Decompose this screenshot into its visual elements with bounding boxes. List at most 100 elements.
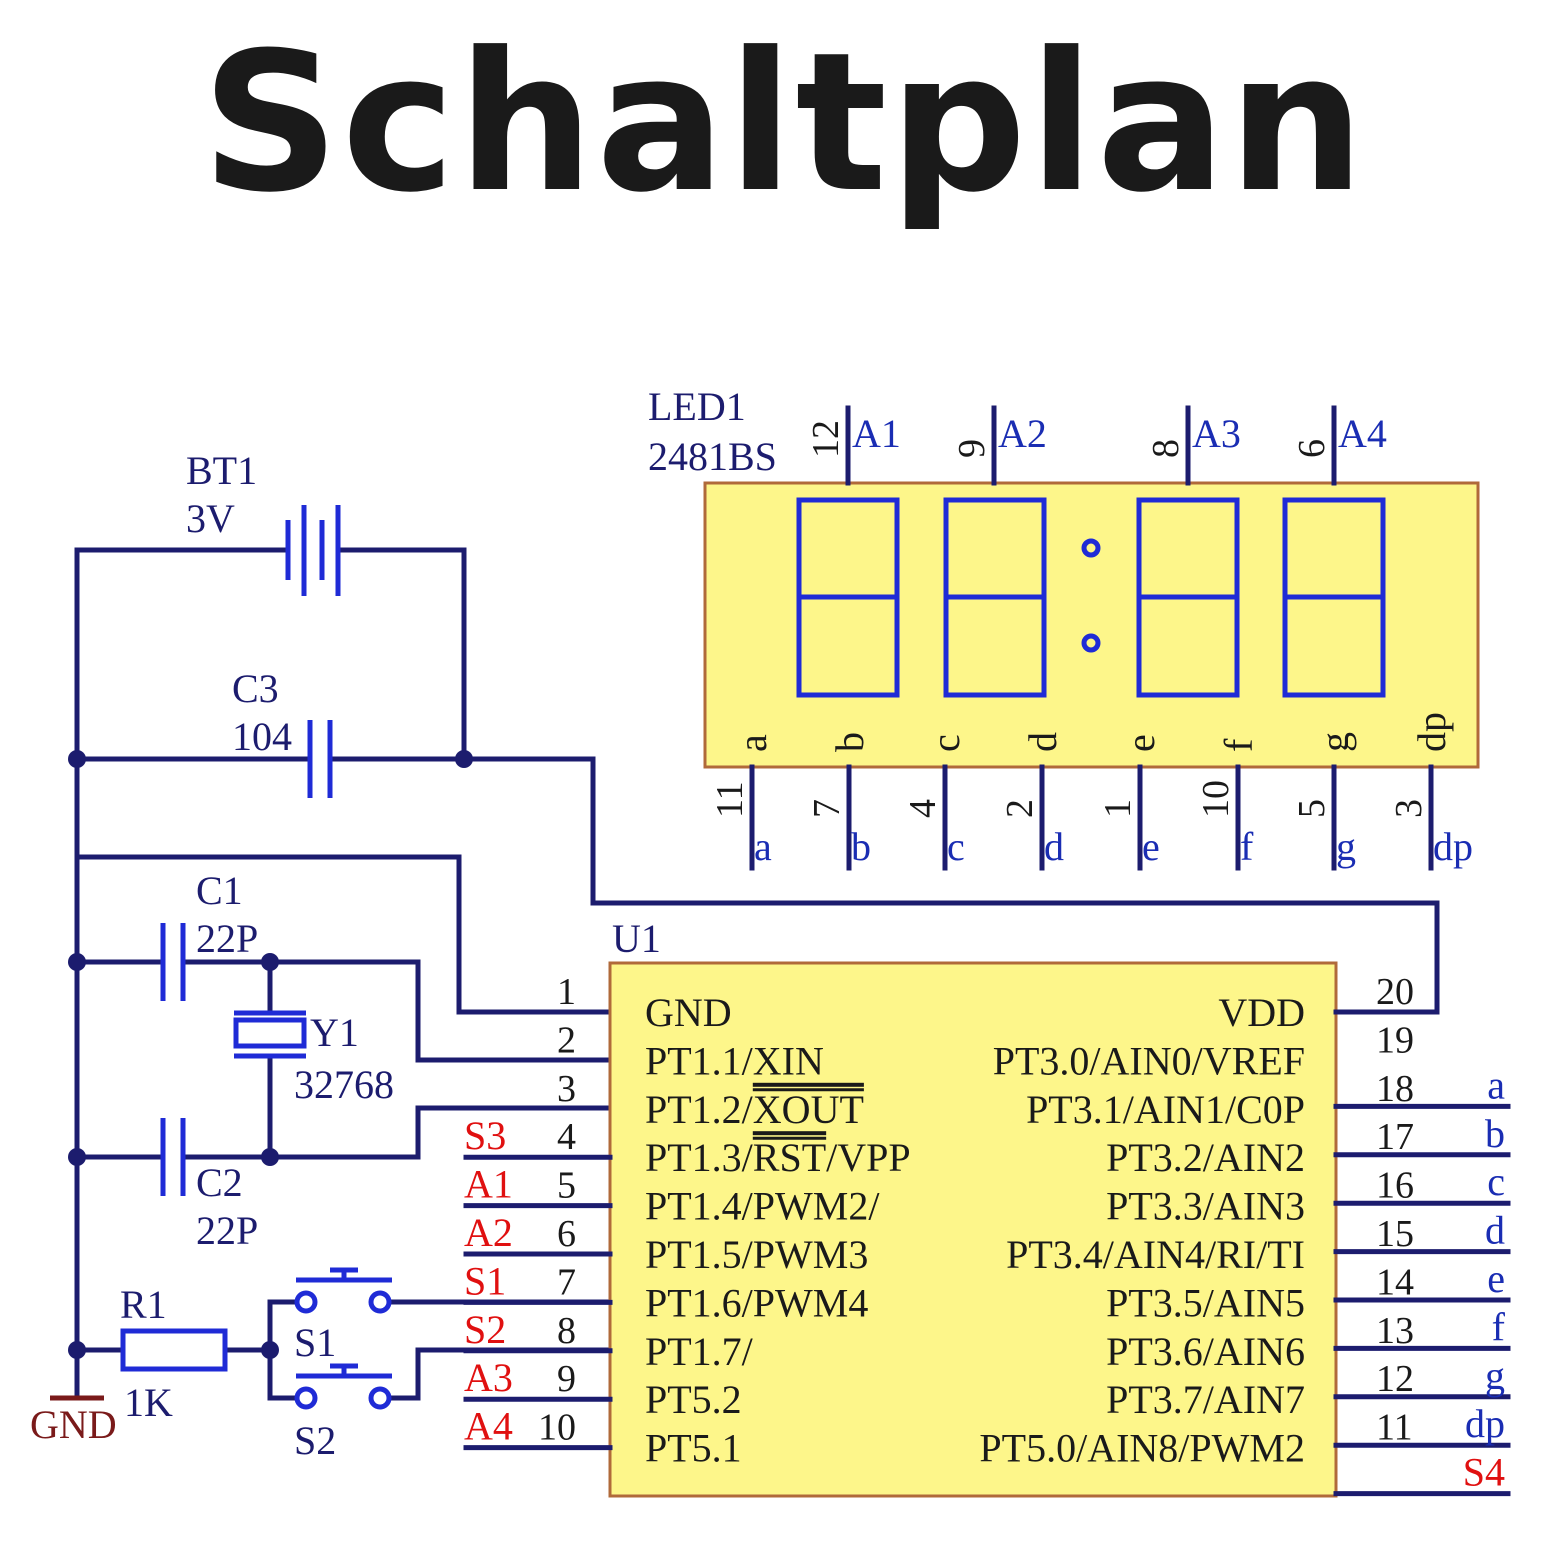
led-segment-pin: g5g: [1291, 732, 1357, 871]
led-digit-pin-number: 8: [1145, 439, 1187, 458]
led-segment-net: a: [754, 824, 772, 869]
led-ref: LED1: [648, 384, 746, 429]
ic-pin-name: PT1.1/XIN: [645, 1038, 824, 1083]
ic-pin-net: a: [1487, 1062, 1505, 1107]
ic-pin-number: 6: [557, 1213, 576, 1255]
c3-ref: C3: [232, 666, 279, 711]
ic-pin-number: 1: [557, 971, 576, 1013]
battery-ref: BT1: [186, 448, 257, 493]
ic-pin-number: 12: [1376, 1358, 1414, 1400]
led-segment-label: b: [827, 732, 872, 752]
led-segment-net: e: [1142, 824, 1160, 869]
ic-pin-number: 13: [1376, 1310, 1414, 1352]
ic-pin-number: 11: [1376, 1407, 1413, 1449]
ic-pin-net: e: [1487, 1256, 1505, 1301]
switch-s2: S2: [294, 1363, 392, 1463]
ic-right-pins: 20VDD19PT3.0/AIN0/VREFa18PT3.1/AIN1/C0Pb…: [979, 971, 1511, 1497]
ic-pin-name-suffix: /VPP: [826, 1135, 911, 1180]
resistor-r1: R1 1K: [120, 1282, 228, 1425]
led-segment-pin: c4c: [902, 734, 968, 871]
s1-ref: S1: [294, 1320, 336, 1365]
gnd-label: GND: [30, 1402, 117, 1447]
led-segment-label: e: [1118, 734, 1163, 752]
r1-value: 1K: [124, 1380, 173, 1425]
ic-pin-number: 10: [538, 1407, 576, 1449]
crystal-y1: Y1 32768: [233, 1010, 394, 1107]
ic-pin-number: 16: [1376, 1165, 1414, 1207]
ic-pin-net: d: [1485, 1208, 1505, 1253]
ic-pin-name-overline: XOUT: [753, 1087, 864, 1132]
led-segment-pin: e1e: [1097, 734, 1163, 871]
ic-pin-name: PT5.1: [645, 1426, 742, 1471]
led-digit-1: [796, 497, 900, 698]
led-segment-label: dp: [1409, 712, 1454, 752]
led-segment-label: d: [1020, 732, 1065, 752]
ic-pin-name: PT1.2/XOUT: [645, 1087, 864, 1132]
ic-pin-net: A1: [464, 1162, 513, 1207]
led-segment-pin-number: 2: [999, 799, 1041, 818]
battery-value: 3V: [186, 496, 235, 541]
junction-dots: [68, 750, 473, 1359]
led-digit-pin-number: 12: [805, 420, 847, 458]
gnd-symbol: GND: [30, 1347, 117, 1447]
capacitor-c1: C1 22P: [160, 868, 258, 1001]
ic-pin-number: 18: [1376, 1068, 1414, 1110]
ic-pin-number: 15: [1376, 1213, 1414, 1255]
c2-value: 22P: [196, 1208, 258, 1253]
ic-left-pin: 3 PT1.2/XOUT: [557, 1068, 864, 1132]
ic-pin-number: 20: [1376, 971, 1414, 1013]
ic-pin-net: b: [1485, 1111, 1505, 1156]
led-segment-pin-number: 5: [1291, 799, 1333, 818]
ic-pin-name-prefix: PT1.3/: [645, 1135, 754, 1180]
led-digit-pin: 8 A3: [1145, 405, 1241, 486]
ic-right-pin: 18 PT3.1/AIN1/C0P b: [1026, 1068, 1511, 1158]
ic-pin-net: A4: [464, 1404, 513, 1449]
s2-ref: S2: [294, 1418, 336, 1463]
c1-ref: C1: [196, 868, 243, 913]
ic-pin-net: S3: [464, 1113, 506, 1158]
ic-pin-net: S2: [464, 1307, 506, 1352]
ic-pin-number: 19: [1376, 1019, 1414, 1061]
ic-pin-net: c: [1487, 1159, 1505, 1204]
led-digit-net: A1: [852, 411, 901, 456]
ic-pin-name: PT1.4/PWM2/: [645, 1184, 880, 1229]
ic-pin-name: PT3.1/AIN1/C0P: [1026, 1087, 1305, 1132]
led-digit-pin-number: 9: [951, 439, 993, 458]
led-segment-net: b: [851, 824, 871, 869]
ic-pin-name: PT3.0/AIN0/VREF: [993, 1038, 1305, 1083]
ic-ref: U1: [612, 916, 661, 961]
ic-pin-number: 3: [557, 1068, 576, 1110]
y1-ref: Y1: [310, 1010, 359, 1055]
c3-value: 104: [232, 714, 292, 759]
ic-pin-net: g: [1485, 1353, 1505, 1398]
led-segment-pin-number: 11: [709, 781, 751, 818]
page-title: Schaltplan: [201, 12, 1367, 235]
battery-bt1: BT1 3V: [186, 448, 341, 596]
led-segment-net: dp: [1433, 824, 1473, 869]
led-segment-net: f: [1240, 824, 1254, 869]
led-segment-label: c: [923, 734, 968, 752]
ic-pin-name: PT1.6/PWM4: [645, 1280, 868, 1325]
ic-pin-name: PT1.3/RST/VPP: [645, 1135, 911, 1180]
led-digit-net: A3: [1192, 411, 1241, 456]
led-digit-net: A2: [998, 411, 1047, 456]
ic-right-pin: 19 PT3.0/AIN0/VREF a: [993, 1019, 1511, 1109]
ic-pin-net: A2: [464, 1210, 513, 1255]
